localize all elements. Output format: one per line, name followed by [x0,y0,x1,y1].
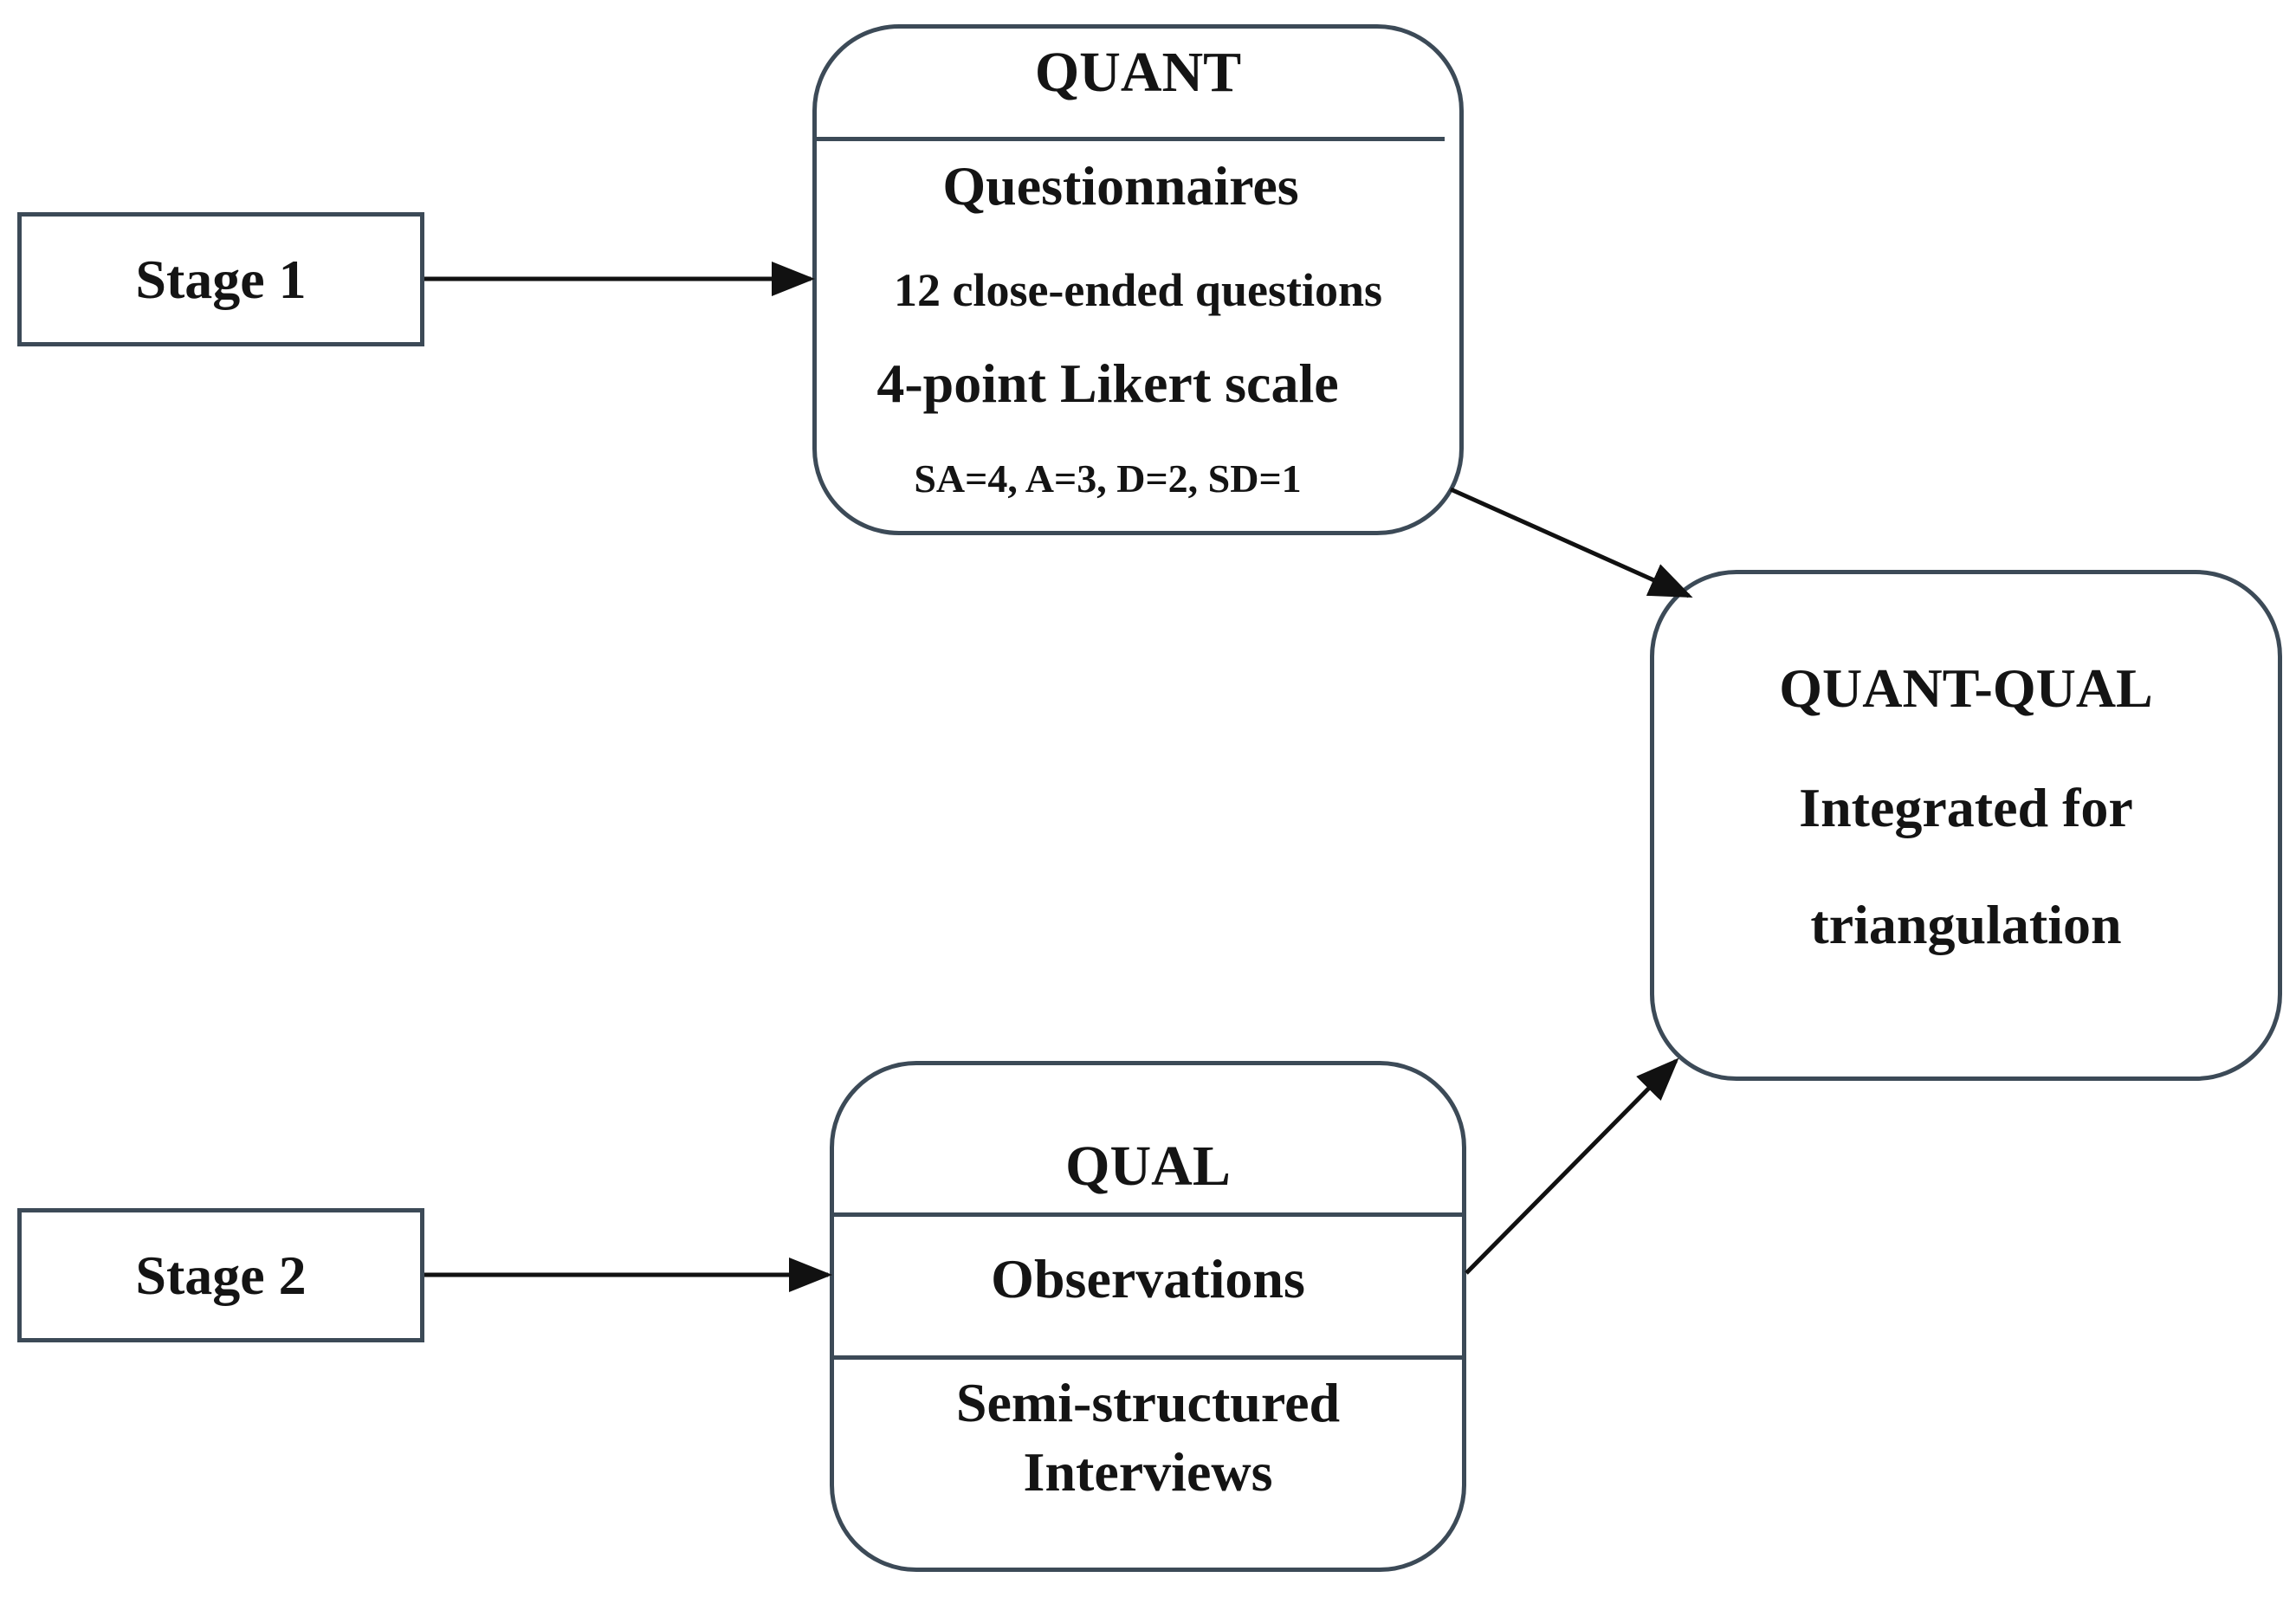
stage-1-box: Stage 1 [17,212,424,346]
stage-2-box: Stage 2 [17,1208,424,1342]
integration-line2: triangulation [1810,894,2122,955]
arrow-qual-to-integration [1465,1057,1679,1275]
arrow-quant-to-integration [1449,487,1693,598]
stage-2-label: Stage 2 [135,1244,307,1306]
qual-divider-top [834,1212,1462,1217]
qual-interviews-line1: Semi-structured [955,1372,1341,1433]
quant-box: QUANT Questionnaires 12 close-ended ques… [812,24,1464,535]
quant-scale: 4-point Likert scale [876,352,1339,414]
qual-title: QUAL [1065,1135,1231,1198]
quant-method: Questionnaires [942,155,1299,217]
quant-items: 12 close-ended questions [893,264,1383,316]
integration-box: QUANT-QUAL Integrated for triangulation [1650,570,2282,1081]
qual-observations: Observations [991,1248,1305,1309]
integration-title: QUANT-QUAL [1779,657,2153,719]
qual-interviews-line2: Interviews [1023,1441,1273,1503]
qual-divider-bottom [834,1355,1462,1360]
integration-line1: Integrated for [1799,777,2133,838]
qual-box: QUAL Observations Semi-structured Interv… [830,1061,1466,1572]
stage-1-label: Stage 1 [135,248,307,310]
quant-title: QUANT [1034,41,1242,104]
quant-divider [817,137,1445,141]
quant-coding: SA=4, A=3, D=2, SD=1 [914,456,1302,501]
